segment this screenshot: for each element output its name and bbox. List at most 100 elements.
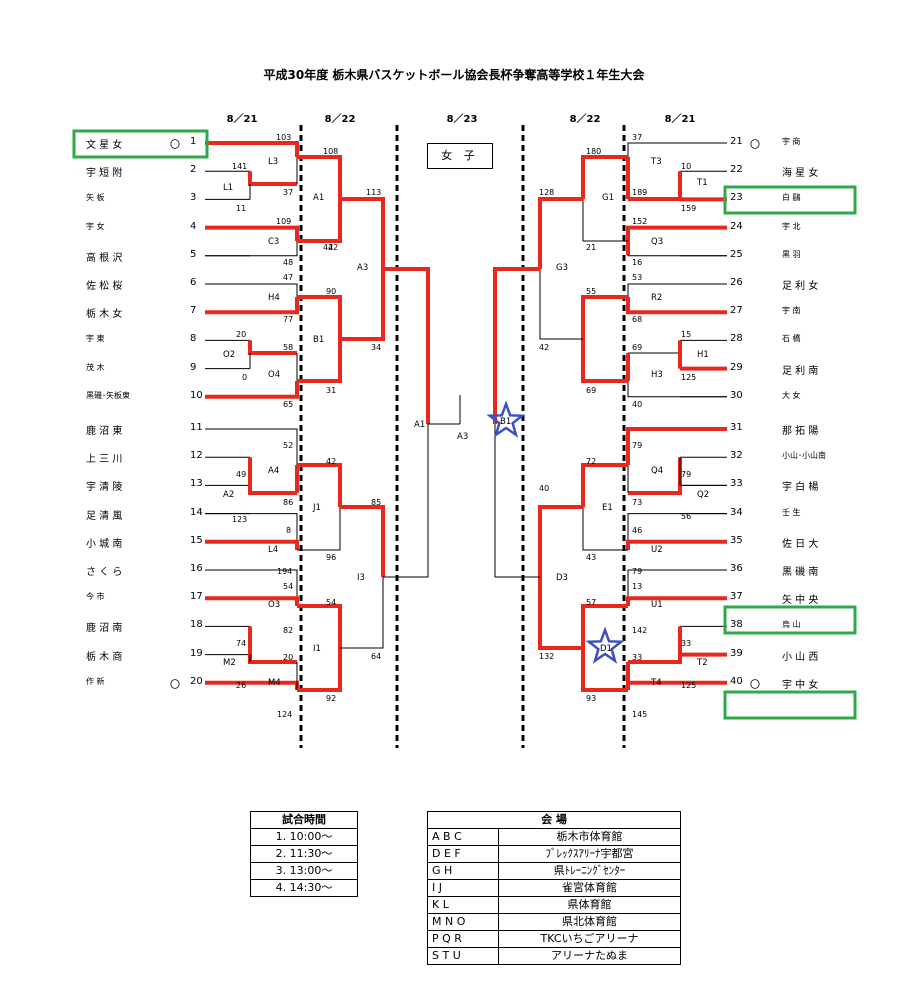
match-code: I3: [357, 573, 365, 583]
score: 141: [232, 162, 248, 171]
team-number: 31: [730, 422, 743, 433]
score: 43: [586, 553, 597, 562]
team-number: 3: [190, 192, 197, 204]
team-name: さ く ら: [86, 567, 123, 578]
match-code: T1: [697, 178, 708, 188]
winner-path: [581, 648, 628, 692]
team-number: 14: [190, 506, 203, 518]
team-number: 18: [190, 619, 203, 631]
schedule-header: 試合時間: [250, 811, 358, 829]
match-code: G3: [556, 263, 568, 273]
score: 73: [632, 498, 643, 507]
match-code: A3: [357, 263, 369, 273]
seed-mark: 〇: [170, 140, 180, 151]
team-name: 文 星 女: [86, 140, 123, 151]
highlight-box: [723, 185, 857, 215]
winner-path: [626, 297, 727, 315]
match-code: H3: [651, 370, 663, 380]
team-name: 小 城 南: [86, 538, 123, 550]
score: 8: [286, 526, 292, 535]
winner-path: [297, 648, 342, 692]
score: 54: [283, 582, 294, 591]
schedule-row: 4. 14:30～: [250, 879, 358, 897]
team-number: 15: [190, 534, 203, 546]
team-number: 16: [190, 563, 203, 574]
bracket-line: [539, 269, 583, 340]
match-code: E1: [602, 503, 613, 513]
team-name: 足 利 女: [782, 281, 819, 292]
winner-path: [297, 295, 342, 339]
score: 96: [326, 553, 337, 562]
score: 65: [283, 400, 294, 409]
venue-codes: S T U: [427, 947, 499, 965]
team-name: 宇 北: [782, 221, 801, 231]
team-name: 矢 板: [86, 193, 105, 203]
winner-path: [626, 680, 727, 690]
team-name: 海 星 女: [782, 168, 819, 180]
team-number: 10: [190, 389, 203, 401]
bracket-line: [494, 424, 540, 578]
winner-path: [538, 197, 583, 269]
score: 42: [323, 243, 334, 252]
score: 123: [232, 515, 248, 524]
winner-path: [626, 427, 727, 465]
match-code: J1: [313, 503, 321, 513]
score: 189: [632, 188, 648, 197]
star-marker: [486, 400, 526, 438]
team-number: 5: [190, 248, 197, 260]
winner-path: [581, 295, 628, 339]
score: 194: [277, 567, 293, 576]
team-number: 28: [730, 333, 743, 345]
team-number: 6: [190, 277, 197, 288]
score: 49: [236, 470, 247, 479]
score: 79: [632, 441, 643, 450]
team-name: 石 橋: [782, 334, 801, 344]
team-name: 白 鷗: [782, 193, 801, 203]
match-code: L4: [268, 545, 279, 555]
score: 103: [276, 133, 292, 142]
winner-path: [581, 463, 628, 507]
date-label: 8／21: [664, 114, 696, 125]
score: 69: [586, 386, 597, 395]
team-name: 黒 磯 南: [782, 567, 819, 578]
team-name: 壬 生: [782, 507, 801, 517]
score: 11: [236, 204, 247, 213]
match-code: D1: [600, 644, 612, 654]
score: 34: [371, 343, 382, 352]
score: 79: [681, 470, 692, 479]
score: 92: [326, 694, 337, 703]
venue-codes: G H: [427, 862, 499, 880]
match-code: Q3: [651, 237, 664, 247]
schedule-row: 1. 10:00～: [250, 828, 358, 846]
score: 52: [283, 441, 294, 450]
schedule-table: 試合時間 1. 10:00～ 2. 11:30～ 3. 13:00～ 4. 14…: [250, 811, 358, 897]
team-number: 7: [190, 305, 197, 317]
venue-codes: A B C: [427, 828, 499, 846]
team-name: 栃 木 女: [86, 309, 123, 321]
team-name: 宇 女: [86, 221, 105, 231]
bracket-line: [297, 507, 341, 551]
score: 42: [539, 343, 550, 352]
score: 72: [586, 457, 597, 466]
winner-path: [205, 141, 299, 157]
bracket-line: [383, 424, 429, 578]
team-name: 宇 清 陵: [86, 482, 123, 494]
match-code: A3: [457, 432, 469, 442]
score: 48: [283, 258, 294, 267]
winner-path: [581, 339, 628, 383]
team-name: 那 拓 陽: [782, 426, 819, 437]
team-name: 宇 商: [782, 137, 801, 146]
score: 69: [632, 343, 643, 352]
team-number: 30: [730, 389, 743, 401]
score: 145: [632, 710, 648, 719]
winner-path: [626, 539, 727, 550]
seed-mark: 〇: [750, 140, 760, 151]
star-marker: [585, 626, 625, 664]
score: 15: [681, 330, 692, 339]
match-code: Q4: [651, 466, 664, 476]
match-code: M2: [223, 658, 236, 668]
match-code: T3: [651, 157, 662, 167]
match-code: A1: [414, 420, 426, 430]
venue-name: 雀宮体育館: [498, 879, 681, 897]
team-number: 26: [730, 277, 743, 288]
